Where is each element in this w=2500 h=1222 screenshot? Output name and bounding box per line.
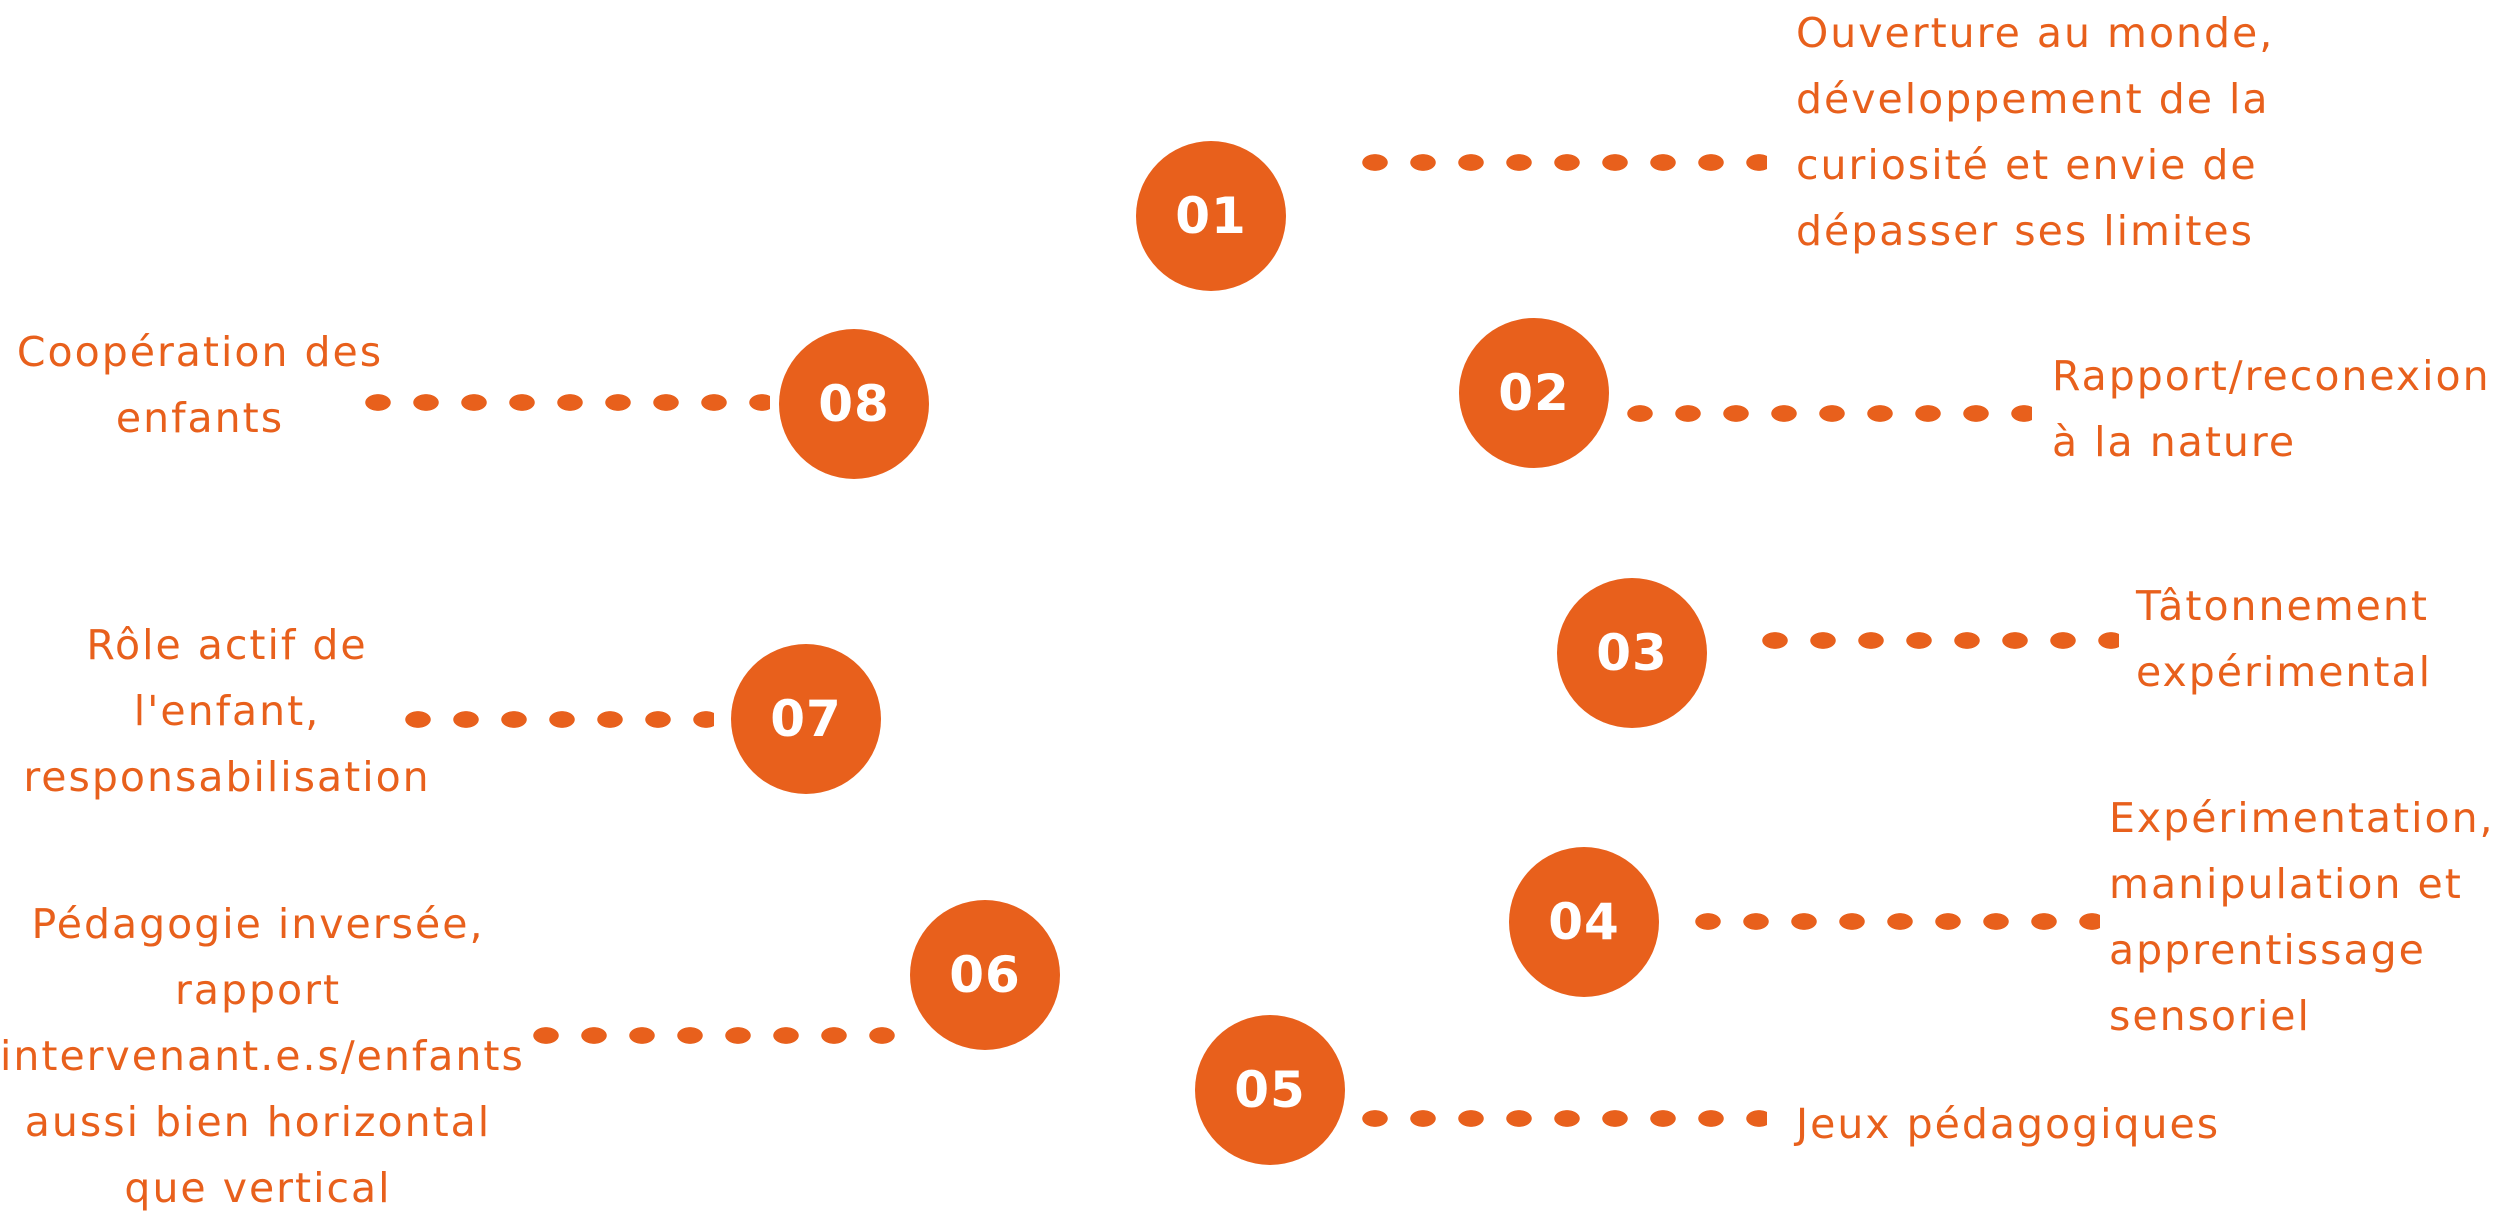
item-03-circle: 03 [1557, 578, 1707, 728]
item-02-connector [1616, 405, 2032, 422]
item-03-connector [1751, 632, 2119, 649]
item-07-connector [394, 711, 714, 728]
item-06-connector [522, 1027, 906, 1044]
item-04-circle: 04 [1509, 847, 1659, 997]
item-07-number: 07 [770, 690, 842, 748]
item-03-number: 03 [1596, 624, 1668, 682]
item-05-connector [1351, 1110, 1767, 1127]
item-06-number: 06 [949, 946, 1021, 1004]
item-04-label: Expérimentation, manipulation et apprent… [2109, 794, 2495, 1040]
item-02-circle: 02 [1459, 318, 1609, 468]
item-01-label: Ouverture au monde, développement de la … [1796, 9, 2275, 255]
item-04-number: 04 [1548, 893, 1620, 951]
item-06-label: Pédagogie inversée, rapport intervenant.… [0, 900, 525, 1212]
item-07-label: Rôle actif de l'enfant, responsabilisati… [23, 621, 431, 801]
item-08-circle: 08 [779, 329, 929, 479]
item-01-circle: 01 [1136, 141, 1286, 291]
item-07-circle: 07 [731, 644, 881, 794]
item-02-number: 02 [1498, 364, 1570, 422]
item-03-label: Tâtonnement expérimental [2136, 582, 2433, 696]
item-08-number: 08 [818, 375, 890, 433]
item-02-label: Rapport/reconexion à la nature [2052, 352, 2491, 466]
item-08-connector [354, 394, 770, 411]
item-01-number: 01 [1175, 187, 1247, 245]
item-01-connector [1351, 154, 1767, 171]
item-04-connector [1684, 913, 2100, 930]
item-06-circle: 06 [910, 900, 1060, 1050]
item-05-number: 05 [1234, 1061, 1306, 1119]
item-08-label: Coopération des enfants [16, 328, 384, 442]
item-05-label: Jeux pédagogiques [1796, 1100, 2221, 1148]
item-05-circle: 05 [1195, 1015, 1345, 1165]
